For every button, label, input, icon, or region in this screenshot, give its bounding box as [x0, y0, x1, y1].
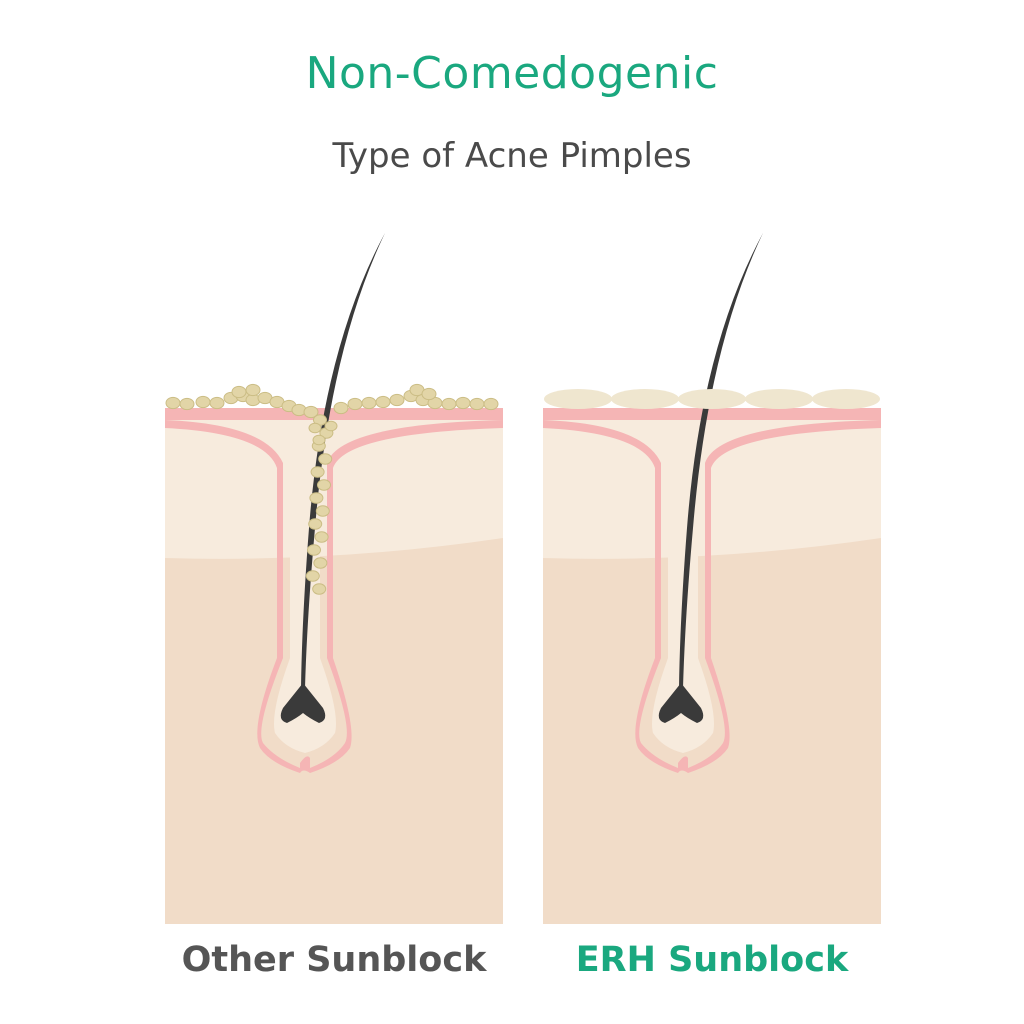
sebum-particle — [245, 383, 261, 397]
epidermis-layer — [165, 413, 503, 559]
sebum-particle — [307, 544, 321, 556]
sebum-particle — [318, 453, 333, 465]
panel-other-sunblock — [165, 233, 503, 924]
sebum-particle — [312, 434, 326, 446]
sebum-particle — [389, 393, 405, 407]
sebum-particle — [309, 492, 324, 504]
sebum-particle — [375, 395, 391, 409]
sebum-particle — [313, 557, 328, 569]
sebum-particle — [165, 396, 181, 410]
sebum-particle — [441, 397, 457, 411]
sebum-particle — [469, 397, 485, 411]
page-subtitle: Type of Acne Pimples — [332, 136, 692, 176]
sebum-particle — [303, 405, 319, 419]
sunblock-layer — [544, 389, 880, 409]
sebum-particle — [195, 395, 211, 409]
sebum-particle — [310, 466, 325, 478]
hair-bulb — [280, 683, 326, 723]
skin-surface-line — [543, 408, 881, 420]
sunblock-blob — [678, 389, 746, 409]
sebum-particle — [305, 570, 320, 582]
sunblock-blob — [611, 389, 679, 409]
sebum-particle — [361, 396, 377, 410]
sebum-particle — [421, 387, 437, 401]
panel-erh-sunblock — [543, 233, 881, 924]
label-erh-sunblock: ERH Sunblock — [575, 940, 849, 980]
sebum-particle — [347, 397, 363, 411]
sebum-particle — [209, 396, 225, 410]
sebum-clog — [165, 383, 499, 595]
sebum-particle — [333, 401, 349, 415]
sebum-particle — [317, 479, 331, 491]
label-other-sunblock: Other Sunblock — [181, 940, 487, 980]
hair-bulb — [658, 683, 704, 723]
hair-shaft — [679, 233, 763, 688]
sunblock-blob — [745, 389, 813, 409]
sunblock-blob — [812, 389, 880, 409]
sebum-particle — [312, 583, 327, 595]
skin-surface-line — [165, 408, 503, 420]
sebum-particle — [179, 397, 195, 411]
sebum-particle — [308, 518, 323, 530]
sebum-particle — [308, 422, 322, 434]
sebum-particle — [324, 420, 338, 432]
sebum-particle — [483, 397, 499, 411]
sebum-particle — [314, 531, 329, 543]
sebum-particle — [315, 505, 330, 517]
page-title: Non-Comedogenic — [305, 48, 719, 99]
sunblock-blob — [544, 389, 612, 409]
hair-shaft — [301, 233, 385, 688]
sebum-particle — [455, 396, 471, 410]
sebum-particle — [231, 385, 247, 399]
epidermis-layer — [543, 413, 881, 559]
